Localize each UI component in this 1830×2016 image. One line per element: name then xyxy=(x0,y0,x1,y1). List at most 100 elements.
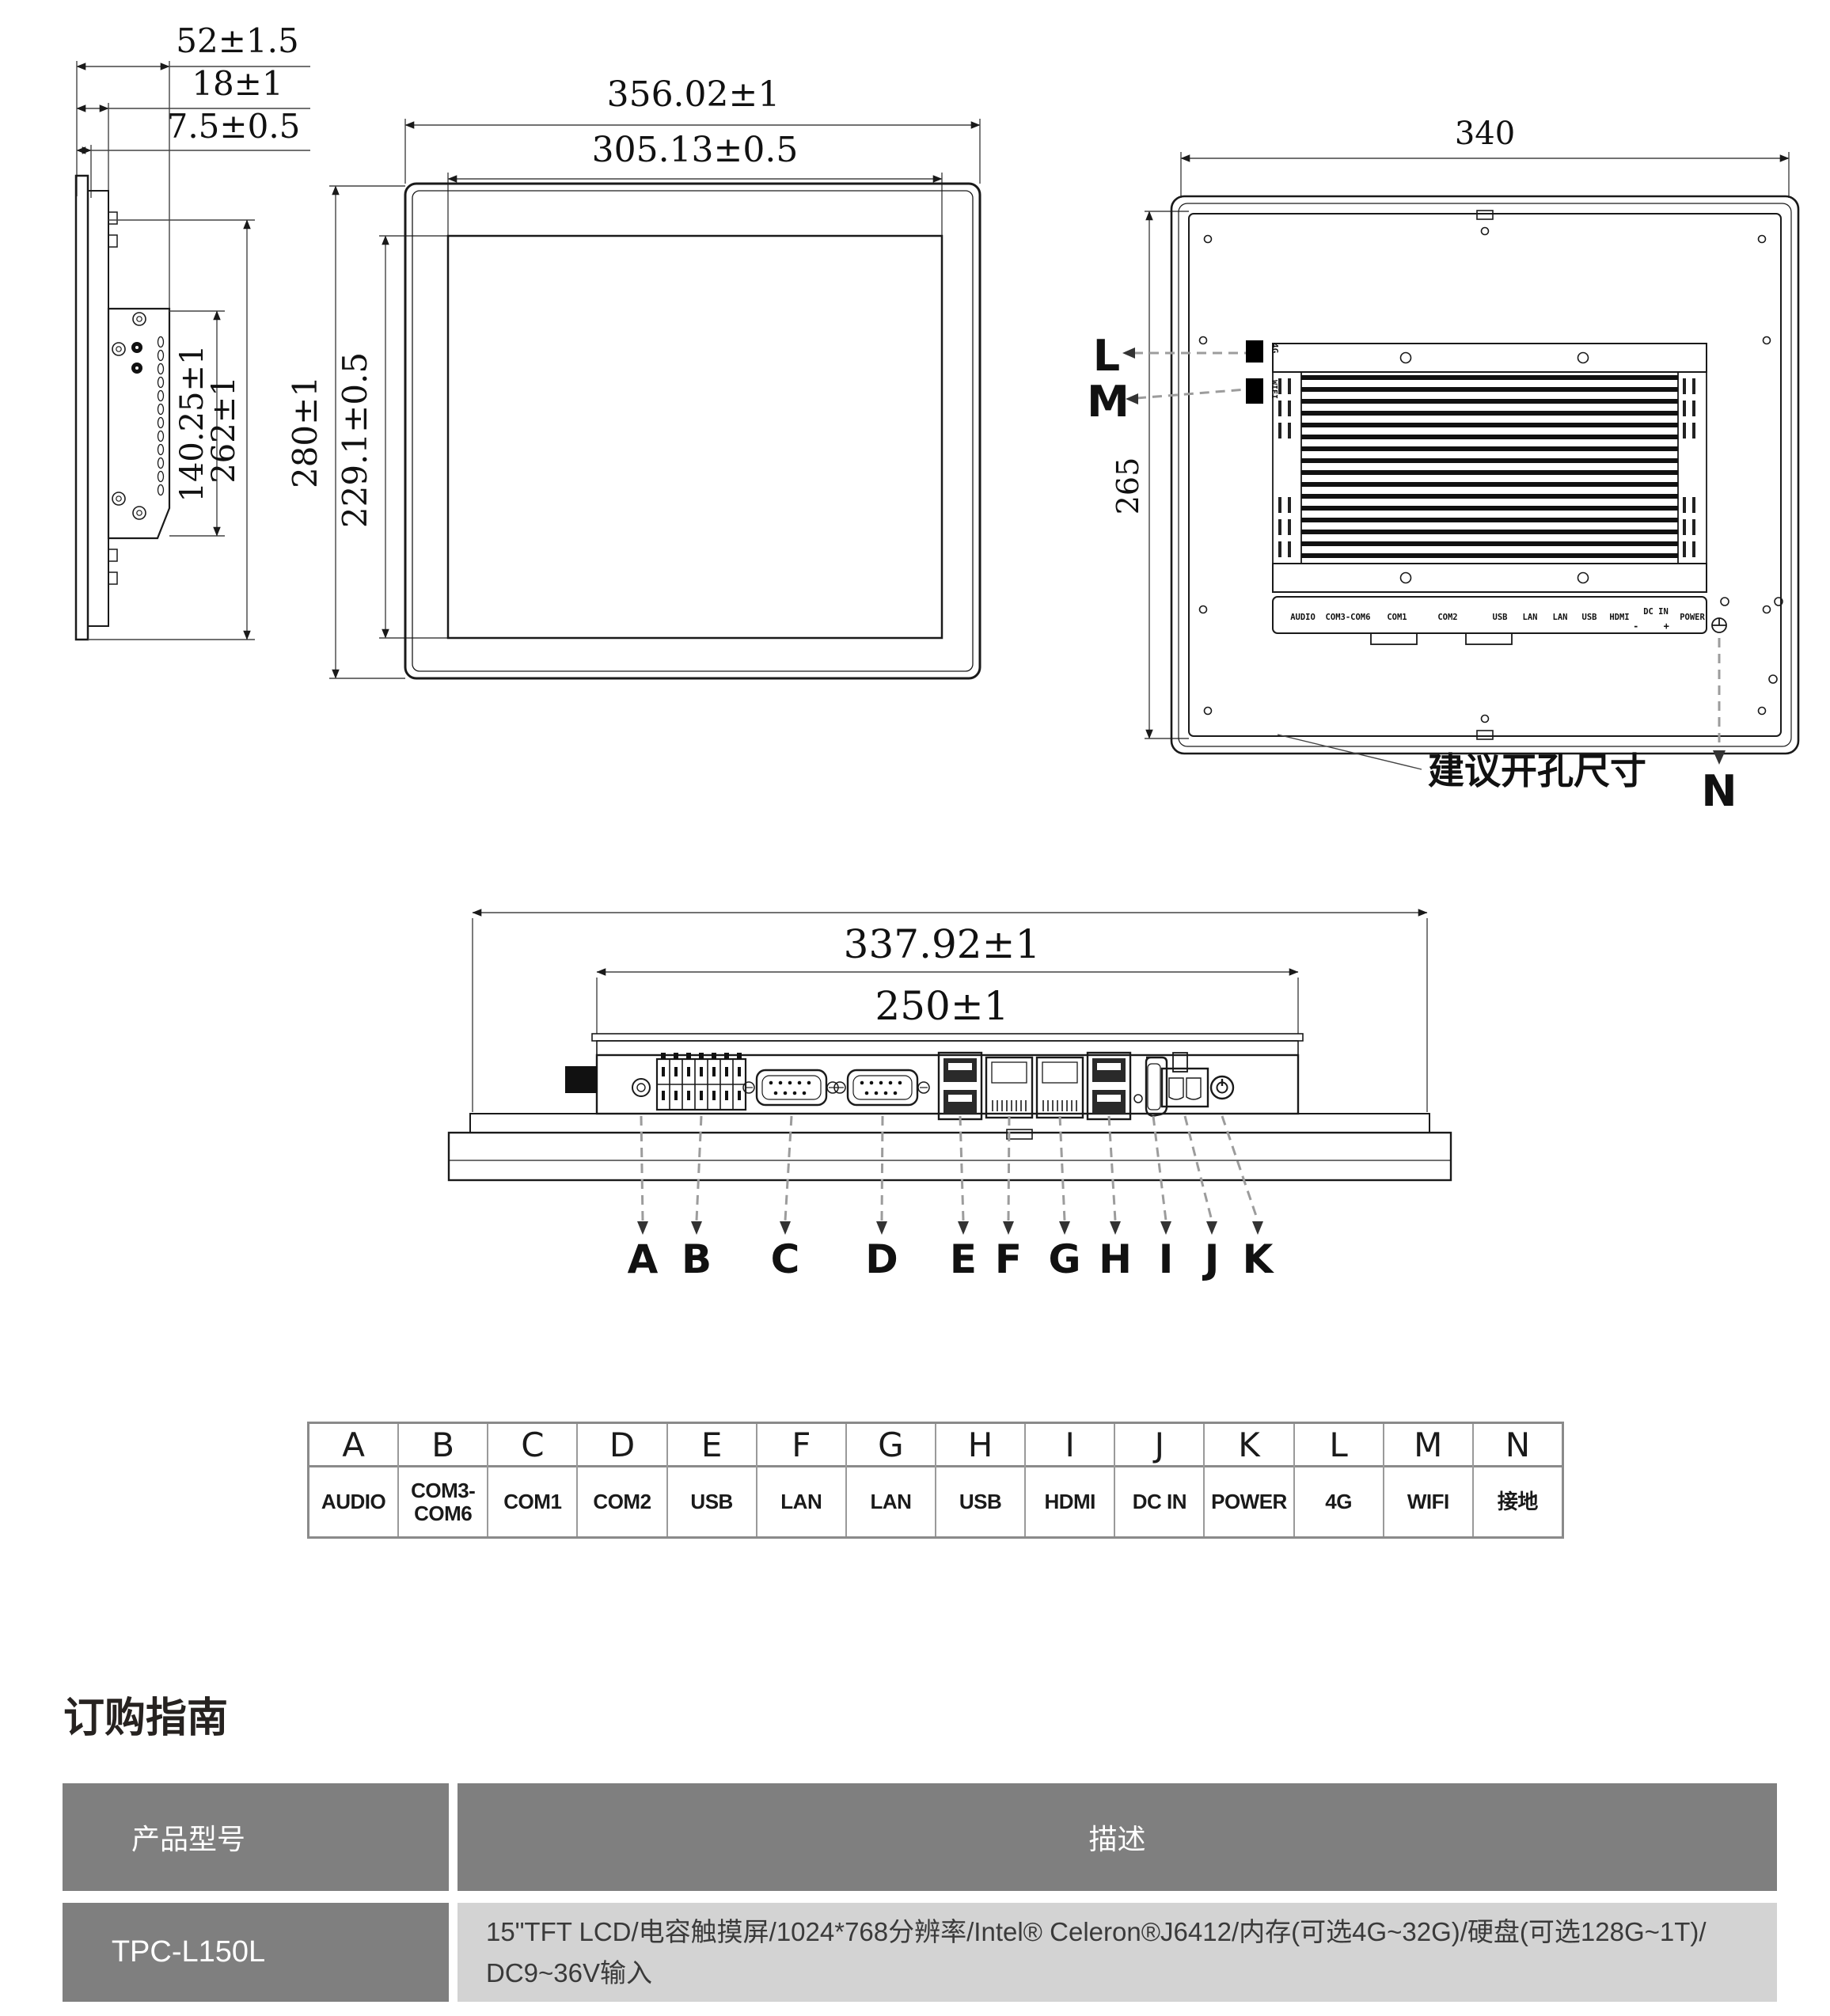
lan-port-2 xyxy=(1035,1056,1084,1119)
port-table-letter: E xyxy=(667,1424,756,1467)
callout-l: L xyxy=(1093,331,1120,381)
dim-label: 265 xyxy=(1111,457,1145,515)
port-table-column: E USB xyxy=(667,1424,757,1536)
dc-polarity-signs: - + xyxy=(1633,621,1679,632)
port-table-label: COM2 xyxy=(593,1490,651,1514)
bottom-callout-letter: G xyxy=(1048,1236,1080,1282)
vent-holes xyxy=(157,336,165,496)
com2-db9 xyxy=(833,1069,930,1107)
port-table-label: LAN xyxy=(780,1490,822,1514)
port-table-column: I HDMI xyxy=(1026,1424,1116,1536)
port-table-column: K POWER xyxy=(1205,1424,1295,1536)
callout-m: M xyxy=(1087,377,1130,427)
audio-jack xyxy=(632,1078,651,1097)
heatsink-fins xyxy=(1301,375,1678,558)
bottom-callout-letter: A xyxy=(628,1236,659,1282)
bottom-callout-letter: C xyxy=(771,1236,800,1282)
order-desc-line2: DC9~36V输入 xyxy=(486,1957,653,1988)
cutout-note: 建议开孔尺寸 xyxy=(1428,750,1646,792)
port-table-label: USB xyxy=(690,1490,733,1514)
dim-label: 280±1 xyxy=(286,376,325,488)
bottom-callout-letter: H xyxy=(1099,1236,1132,1282)
port-table-letter: D xyxy=(578,1424,666,1467)
rear-screws xyxy=(1198,210,1771,740)
ground-screw xyxy=(1711,617,1727,633)
antenna-4g-label: 4G xyxy=(1270,343,1280,354)
order-model-cell: TPC-L150L xyxy=(63,1903,449,2002)
port-table-label: POWER xyxy=(1211,1490,1287,1514)
side-view: 52±1.5 18±1 7.5±0.5 xyxy=(74,21,310,641)
bottom-view: 337.92±1 250±1 xyxy=(447,909,1452,1282)
port-table-label: WIFI xyxy=(1407,1490,1449,1514)
order-desc-cell: 15"TFT LCD/电容触摸屏/1024*768分辨率/Intel® Cele… xyxy=(458,1903,1777,2002)
rear-strip-label: POWER xyxy=(1680,613,1705,622)
dim-label: 18±1 xyxy=(192,64,283,103)
rear-strip-label: USB xyxy=(1582,613,1597,622)
port-table-letter: N xyxy=(1473,1424,1562,1467)
heatsink xyxy=(1272,343,1707,593)
port-table-label: 接地 xyxy=(1497,1490,1539,1514)
bottom-callout-letter: E xyxy=(950,1236,977,1282)
port-table-column: D COM2 xyxy=(578,1424,668,1536)
port-table-letter: B xyxy=(399,1424,488,1467)
rear-strip-label: USB xyxy=(1493,613,1508,622)
ordering-heading: 订购指南 xyxy=(63,1695,229,1741)
rear-strip-label: COM3-COM6 xyxy=(1326,613,1371,622)
hdmi-port xyxy=(1145,1056,1168,1118)
front-view: 356.02±1 305.13±0.5 280±1 229.1±0.5 xyxy=(286,74,981,680)
port-table-letter: H xyxy=(936,1424,1025,1467)
display-area xyxy=(446,234,943,640)
port-table-label: 4G xyxy=(1325,1490,1352,1514)
order-col-model-header: 产品型号 xyxy=(63,1783,449,1891)
rear-strip-label: HDMI xyxy=(1609,613,1629,622)
port-table-letter: L xyxy=(1294,1424,1383,1467)
dim-label: 356.02±1 xyxy=(607,74,780,115)
antenna-wifi-label: WIFI xyxy=(1270,380,1278,399)
port-table-label: DC IN xyxy=(1132,1490,1187,1514)
rear-strip-label: COM2 xyxy=(1437,613,1457,622)
order-col-desc-header: 描述 xyxy=(458,1783,1777,1891)
port-table-letter: F xyxy=(757,1424,845,1467)
rear-strip-label: LAN xyxy=(1553,613,1568,622)
port-table-column: F LAN xyxy=(757,1424,847,1536)
dc-in-terminal xyxy=(1160,1052,1209,1108)
rear-strip-label: COM1 xyxy=(1387,613,1407,622)
port-table-label: HDMI xyxy=(1044,1490,1095,1514)
dim-label: 229.1±0.5 xyxy=(336,352,374,528)
callout-n: N xyxy=(1701,766,1737,816)
dim-label: 340 xyxy=(1455,116,1515,152)
dim-label: 250±1 xyxy=(875,983,1008,1029)
dim-label: 262±1 xyxy=(206,376,242,483)
port-table-label: LAN xyxy=(870,1490,912,1514)
com1-db9 xyxy=(742,1069,839,1107)
order-desc-line1: 15"TFT LCD/电容触摸屏/1024*768分辨率/Intel® Cele… xyxy=(486,1917,1707,1947)
side-screws xyxy=(112,312,146,520)
bottom-callout-letter: K xyxy=(1243,1236,1275,1282)
port-table-letter: M xyxy=(1384,1424,1472,1467)
rear-view: 340 265 xyxy=(1087,116,1800,816)
port-table-column: C COM1 xyxy=(488,1424,579,1536)
bottom-callout-letter: D xyxy=(865,1236,898,1282)
side-tab xyxy=(565,1066,597,1093)
port-table-letter: A xyxy=(309,1424,398,1467)
port-table-letter: K xyxy=(1205,1424,1293,1467)
dim-label: 140.25±1 xyxy=(174,345,211,503)
bottom-callout-letter: I xyxy=(1159,1236,1174,1282)
rear-strip-label: DC IN xyxy=(1643,607,1669,617)
rear-strip-label: LAN xyxy=(1523,613,1538,622)
usb-stack-1 xyxy=(937,1051,983,1121)
port-table-letter: C xyxy=(488,1424,577,1467)
port-table-letter: I xyxy=(1026,1424,1114,1467)
rear-strip-label: AUDIO xyxy=(1290,613,1316,622)
port-table-label: COM1 xyxy=(503,1490,562,1514)
dim-label: 305.13±0.5 xyxy=(592,130,799,170)
power-button xyxy=(1209,1075,1235,1100)
